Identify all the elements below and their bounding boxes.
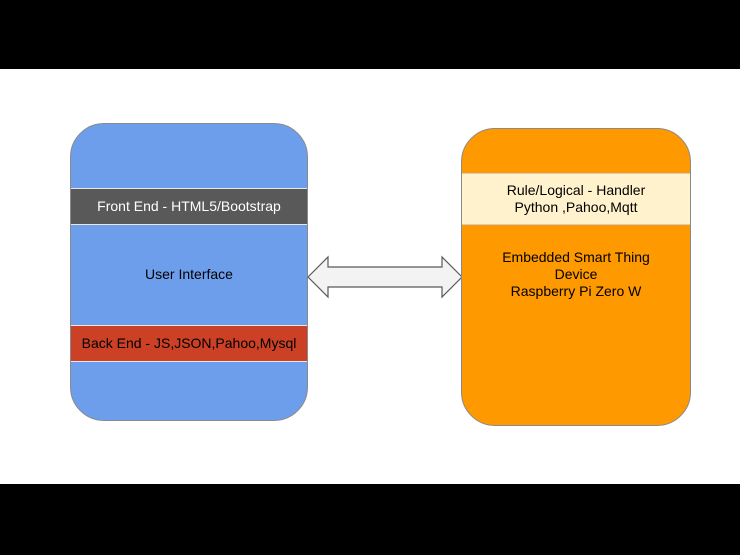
user-interface-label: User Interface [145,265,233,282]
rule-handler-tech-label: Python ,Pahoo,Mqtt [514,199,638,215]
front-end-layer: Front End - HTML5/Bootstrap [71,188,307,225]
client-app-box: Front End - HTML5/Bootstrap User Interfa… [70,123,308,421]
rule-handler-layer: Rule/Logical - Handler Python ,Pahoo,Mqt… [462,173,690,225]
diagram-canvas: Front End - HTML5/Bootstrap User Interfa… [0,69,740,484]
device-title-label: Embedded Smart Thing [502,249,650,265]
rule-handler-label: Rule/Logical - Handler [506,182,646,198]
front-end-label: Front End - HTML5/Bootstrap [97,198,281,214]
arrow-shape [307,255,463,299]
device-type-label: Device [554,266,598,282]
back-end-label: Back End - JS,JSON,Pahoo,Mysql [81,335,297,351]
device-hardware-label: Raspberry Pi Zero W [510,283,642,299]
user-interface-layer: User Interface [71,225,307,323]
bidirectional-arrow-icon [307,255,463,299]
device-description: Embedded Smart Thing Device Raspberry Pi… [462,249,690,307]
device-box: Rule/Logical - Handler Python ,Pahoo,Mqt… [461,128,691,426]
back-end-layer: Back End - JS,JSON,Pahoo,Mysql [71,325,307,362]
